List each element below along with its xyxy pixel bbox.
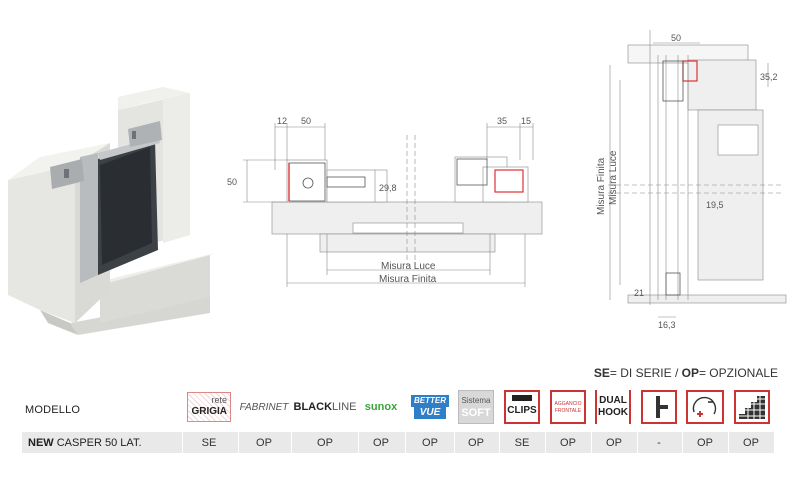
clips-icon: CLIPS <box>501 388 543 426</box>
cell-divider <box>637 432 638 453</box>
line-label: LINE <box>332 401 357 413</box>
legend-se-text: = DI SERIE / <box>609 366 682 380</box>
steps-pattern-icon <box>731 388 773 426</box>
cell-clips: SE <box>514 437 530 449</box>
header-modello: MODELLO <box>25 404 81 416</box>
sunox-label: sunox <box>364 401 398 413</box>
cell-divider <box>499 432 500 453</box>
rete-grigia-icon: rete GRIGIA <box>183 388 235 426</box>
cell-divider <box>291 432 292 453</box>
dim-50-top: 50 <box>301 116 311 126</box>
cell-blackline: OP <box>317 437 333 449</box>
cell-dual-hook: OP <box>606 437 622 449</box>
hook-label: HOOK <box>598 407 628 418</box>
dim-35-2: 35,2 <box>760 72 778 82</box>
sistema-label: Sistema <box>461 396 491 405</box>
dim-15: 15 <box>521 116 531 126</box>
plus-rotation-icon <box>684 388 726 426</box>
handle-icon <box>639 388 679 426</box>
legend: SE= DI SERIE / OP= OPZIONALE <box>594 366 778 380</box>
sistema-soft-icon: Sistema SOFT <box>456 388 496 426</box>
cell-divider <box>454 432 455 453</box>
cell-handle: - <box>657 437 661 449</box>
dim-16-3: 16,3 <box>658 320 676 330</box>
dim-21: 21 <box>634 288 644 298</box>
dim-50-left: 50 <box>227 177 237 187</box>
bettervue-icon: BETTER VUE <box>408 388 452 426</box>
table-row <box>22 432 774 453</box>
cell-divider <box>238 432 239 453</box>
legend-op: OP <box>681 366 699 380</box>
rete-label: rete <box>211 395 227 405</box>
cell-fabrinet: OP <box>256 437 272 449</box>
dim-50-section: 50 <box>671 33 681 43</box>
fabrinet-label: FABRINET <box>239 401 289 413</box>
cell-divider <box>682 432 683 453</box>
frontale-label: FRONTALE <box>554 408 582 414</box>
model-name-new: NEW <box>28 437 54 449</box>
label-misura-finita-vertical: Misura Finita <box>596 157 607 215</box>
cell-steps-pattern: OP <box>743 437 759 449</box>
cell-divider <box>591 432 592 453</box>
cell-sunox: OP <box>373 437 389 449</box>
label-misura-finita: Misura Finita <box>379 274 437 285</box>
cell-divider <box>545 432 546 453</box>
cell-rete-grigia: SE <box>201 437 217 449</box>
cell-sistema-soft: OP <box>468 437 484 449</box>
label-misura-luce-vertical: Misura Luce <box>608 150 619 205</box>
legend-se: SE <box>593 366 610 380</box>
cell-divider <box>405 432 406 453</box>
dim-12: 12 <box>277 116 287 126</box>
aggancio-label: AGGANCIO <box>554 401 582 407</box>
cell-divider <box>182 432 183 453</box>
soft-label: SOFT <box>461 407 491 419</box>
dual-hook-icon: DUAL HOOK <box>593 388 633 426</box>
vertical-section-drawing: 50 35,2 19,5 21 16,3 Misura Finita Misur… <box>596 30 787 330</box>
label-misura-luce: Misura Luce <box>381 261 436 272</box>
model-name-rest: CASPER 50 LAT. <box>53 437 142 449</box>
dim-35: 35 <box>497 116 507 126</box>
dim-19-5: 19,5 <box>706 200 724 210</box>
aggancio-frontale-icon: AGGANCIO FRONTALE <box>547 388 589 426</box>
product-3d-render <box>8 87 215 335</box>
sunox-icon: sunox <box>360 388 402 426</box>
cell-bettervue: OP <box>422 437 438 449</box>
plan-section-drawing: 12 50 35 15 50 29,8 Misura Luce Misura F… <box>227 116 543 287</box>
cell-plus-rotation: OP <box>697 437 713 449</box>
fabrinet-icon: FABRINET <box>239 388 289 426</box>
better-label: BETTER <box>411 395 449 407</box>
grigia-label: GRIGIA <box>191 406 227 417</box>
legend-op-text: = OPZIONALE <box>698 366 778 380</box>
dual-label: DUAL <box>599 395 627 406</box>
clips-label: CLIPS <box>507 405 537 416</box>
cell-divider <box>728 432 729 453</box>
vue-label: VUE <box>413 407 447 419</box>
cell-aggancio-frontale: OP <box>560 437 576 449</box>
model-name: NEW CASPER 50 LAT. <box>28 437 142 449</box>
cell-divider <box>358 432 359 453</box>
dim-29-8: 29,8 <box>379 183 397 193</box>
black-label: BLACK <box>293 401 333 413</box>
